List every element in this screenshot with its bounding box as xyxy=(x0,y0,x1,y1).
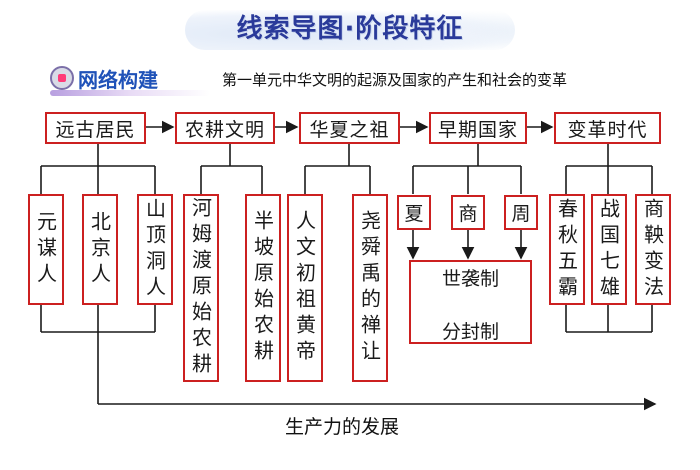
box-shang: 商 xyxy=(451,195,485,230)
section-underline xyxy=(50,90,210,96)
top-box-ancestors: 华夏之祖 xyxy=(299,112,400,144)
page-title: 线索导图·阶段特征 xyxy=(236,14,464,44)
box-five-hegemons: 春秋五霸 xyxy=(549,194,585,305)
box-shang-yang-reform: 商鞅变法 xyxy=(635,194,671,305)
box-hemudu: 河姆渡原始农耕 xyxy=(183,194,219,382)
section-icon xyxy=(50,66,74,90)
banner: 线索导图·阶段特征 xyxy=(185,6,515,50)
box-huangdi: 人文初祖黄帝 xyxy=(287,194,323,382)
top-box-early-state: 早期国家 xyxy=(429,112,527,144)
box-shanrang: 尧舜禹的禅让 xyxy=(352,194,388,382)
institution-box xyxy=(409,260,532,344)
box-banpo: 半坡原始农耕 xyxy=(245,194,281,382)
box-yuanmou: 元谋人 xyxy=(28,194,64,305)
box-shandingdong: 山顶洞人 xyxy=(137,194,173,305)
box-seven-powers: 战国七雄 xyxy=(591,194,627,305)
top-box-farming: 农耕文明 xyxy=(175,112,275,144)
section-label: 网络构建 xyxy=(78,67,158,92)
institution-hereditary: 世袭制 xyxy=(441,268,499,290)
top-box-reform-era: 变革时代 xyxy=(554,112,661,144)
institution-enfeoffment: 分封制 xyxy=(441,321,499,343)
section-heading: 网络构建 xyxy=(50,66,158,92)
box-zhou: 周 xyxy=(504,195,538,230)
cloud-decoration xyxy=(185,10,515,50)
unit-subtitle: 第一单元中华文明的起源及国家的产生和社会的变革 xyxy=(222,71,568,89)
productivity-label: 生产力的发展 xyxy=(285,416,400,438)
box-beijing: 北京人 xyxy=(82,194,118,305)
box-xia: 夏 xyxy=(397,195,431,230)
top-box-residents: 远古居民 xyxy=(45,112,146,144)
